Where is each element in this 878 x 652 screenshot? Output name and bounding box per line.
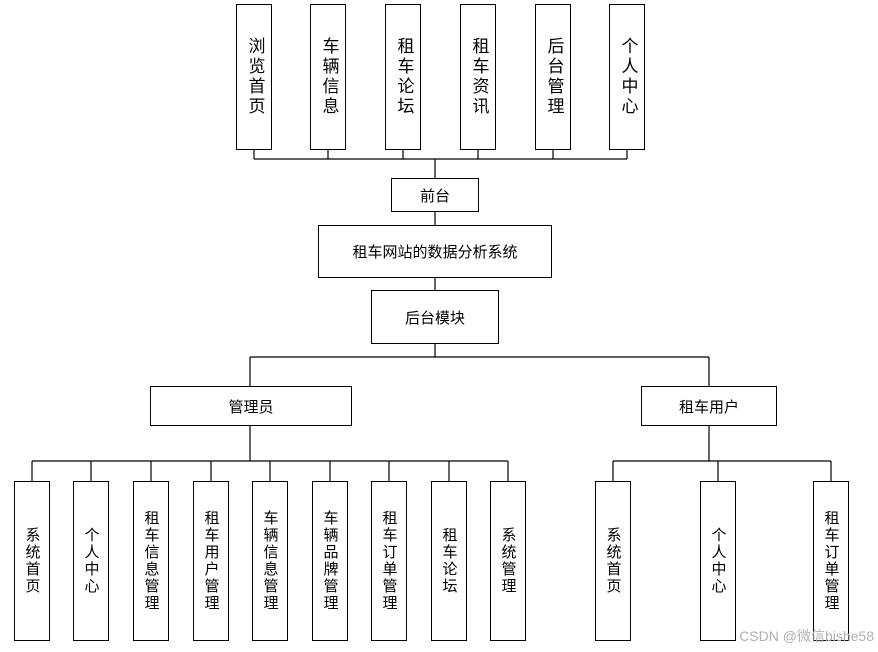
admin-module-vehicle-info-mgmt: 车辆信息管理 [252, 481, 288, 641]
front-node: 前台 [391, 178, 479, 212]
admin-module-rental-info-mgmt: 租车信息管理 [133, 481, 169, 641]
front-module-rental-forum: 租车论坛 [385, 4, 421, 150]
system-title-node: 租车网站的数据分析系统 [318, 225, 552, 278]
admin-module-system-home: 系统首页 [14, 481, 50, 641]
front-module-rental-news: 租车资讯 [460, 4, 496, 150]
user-node: 租车用户 [641, 386, 777, 426]
front-module-vehicle-info: 车辆信息 [310, 4, 346, 150]
admin-module-vehicle-brand-mgmt: 车辆品牌管理 [312, 481, 348, 641]
admin-module-rental-order-mgmt: 租车订单管理 [371, 481, 407, 641]
front-module-backend-admin: 后台管理 [535, 4, 571, 150]
user-module-system-home: 系统首页 [595, 481, 631, 641]
admin-node: 管理员 [150, 386, 352, 426]
admin-module-rental-forum: 租车论坛 [431, 481, 467, 641]
admin-module-system-mgmt: 系统管理 [490, 481, 526, 641]
admin-module-rental-user-mgmt: 租车用户管理 [193, 481, 229, 641]
admin-module-personal-center: 个人中心 [73, 481, 109, 641]
user-module-personal-center: 个人中心 [700, 481, 736, 641]
user-module-rental-order-mgmt: 租车订单管理 [813, 481, 849, 641]
watermark: CSDN @微信bishe58 [739, 628, 874, 644]
backend-node: 后台模块 [371, 290, 499, 344]
front-module-personal-center: 个人中心 [609, 4, 645, 150]
front-module-browse-home: 浏览首页 [236, 4, 272, 150]
